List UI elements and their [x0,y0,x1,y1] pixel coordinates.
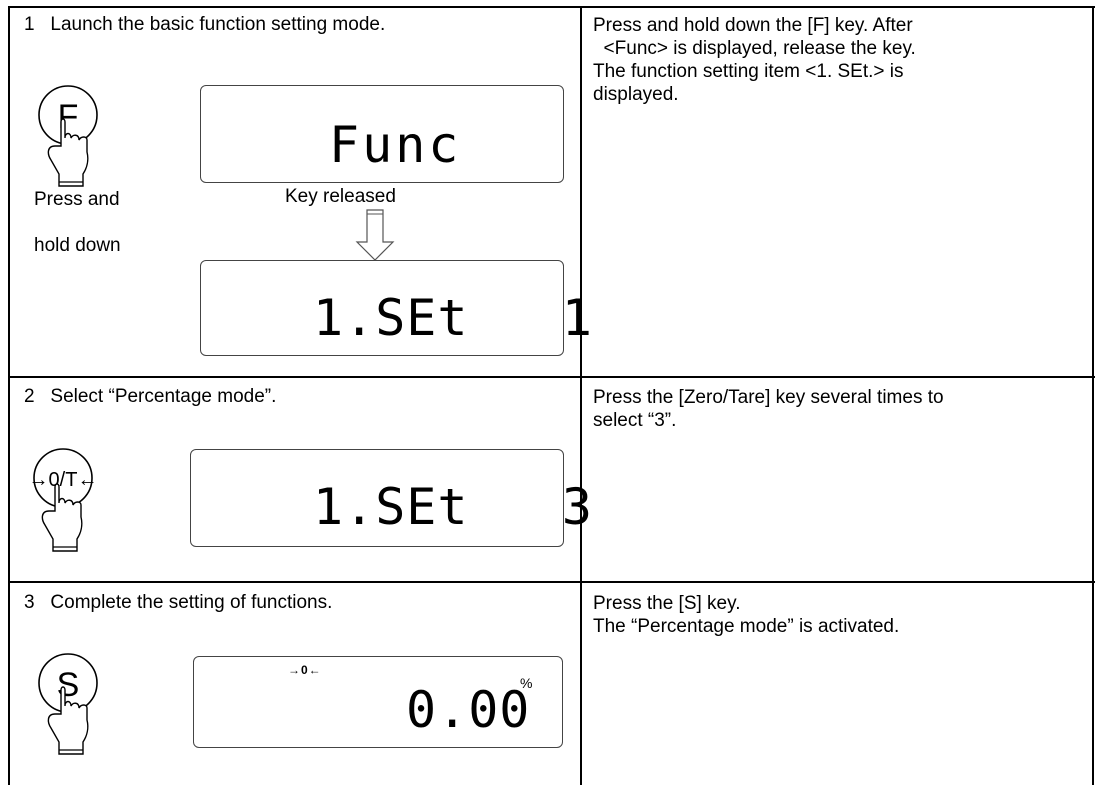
description-line: select “3”. [593,410,677,431]
lcd-readout: 0.00 [406,681,531,739]
table-row-divider [8,581,1095,583]
press-and-hold-caption: hold down [34,235,121,256]
table-border-left [8,6,10,785]
step-description: Press and hold down the [F] key. After <… [593,14,1083,106]
unit-indicator: % [520,675,534,691]
zero-tare-key-icon[interactable]: →0/T← [25,447,105,557]
description-line: <Func> is displayed, release the key. [593,38,916,59]
lcd-display: 1.SEt 3 [190,449,592,547]
f-key-icon[interactable]: F [33,82,103,192]
lcd-readout: 1.SEt 3 [313,478,593,536]
description-line: Press the [S] key. [593,593,741,614]
lcd-readout: Func [329,116,462,174]
description-line: The function setting item <1. SEt.> is [593,61,904,82]
down-arrow-icon [355,209,395,261]
step-description: Press the [Zero/Tare] key several times … [593,386,1083,432]
description-line: Press the [Zero/Tare] key several times … [593,387,944,408]
lcd-display: 1.SEt 1 [200,260,592,356]
lcd-display: →0← 0.00 % [193,656,563,748]
lcd-readout: 1.SEt 1 [313,289,593,347]
table-column-divider [580,6,582,785]
description-line: The “Percentage mode” is activated. [593,616,900,637]
step-title: 1 Launch the basic function setting mode… [24,14,386,35]
zero-indicator: →0← [288,663,322,677]
table-border-top [8,6,1095,8]
table-border-right [1092,6,1094,376]
table-border-right [1092,376,1094,785]
step-title: 3 Complete the setting of functions. [24,592,333,613]
lcd-display: Func [200,85,564,183]
step-description: Press the [S] key. The “Percentage mode”… [593,592,1083,638]
description-line: Press and hold down the [F] key. After [593,15,913,36]
step-title: 2 Select “Percentage mode”. [24,386,277,407]
key-released-caption: Key released [285,186,396,207]
press-and-hold-caption: Press and [34,189,120,210]
s-key-icon[interactable]: S [33,650,103,762]
table-row-divider [8,376,1095,378]
key-label: S [57,666,80,704]
description-line: displayed. [593,84,679,105]
key-label: →0/T← [29,469,98,491]
